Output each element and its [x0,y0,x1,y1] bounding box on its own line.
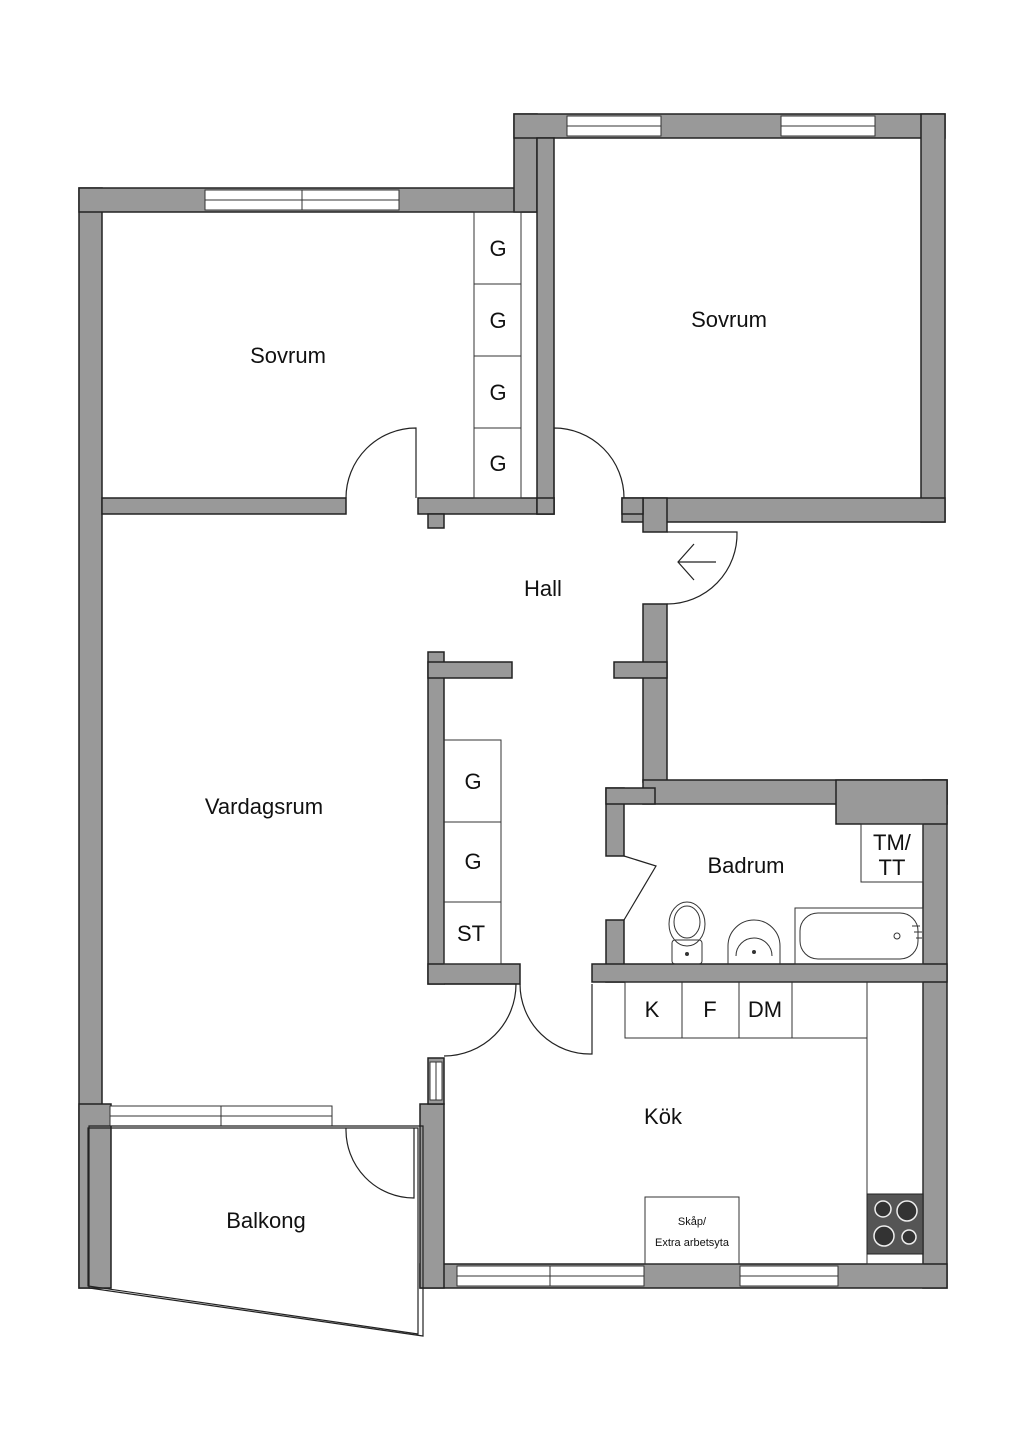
room-label-balcony: Balkong [226,1208,306,1233]
wardrobe-label: G [489,451,506,476]
wardrobe-label: G [464,769,481,794]
hall-wardrobes [443,739,502,965]
stove-icon [866,1193,924,1255]
doors [345,427,738,1199]
room-label-hall: Hall [524,576,562,601]
bedroom-wardrobes [473,211,522,499]
washer-label-bottom: TT [879,855,906,880]
fridge-label: K [645,997,660,1022]
cabinet-label-line1: Skåp/ [678,1216,707,1228]
room-label-bedroom-left: Sovrum [250,343,326,368]
room-label-kitchen: Kök [644,1104,683,1129]
washer-label-top: TM/ [873,830,912,855]
washer-box [860,823,924,883]
windows [109,115,876,1287]
freezer-label: F [703,997,716,1022]
sink-icon [727,919,781,964]
room-label-bathroom: Badrum [707,853,784,878]
wardrobe-label: G [489,308,506,333]
kitchen-units [624,981,924,1265]
wardrobe-label: G [489,236,506,261]
wardrobe-label: G [489,380,506,405]
balcony [87,1125,424,1337]
wardrobe-label: G [464,849,481,874]
room-label-living-room: Vardagsrum [205,794,323,819]
cabinet-label-line2: Extra arbetsyta [655,1237,730,1249]
dishwasher-label: DM [748,997,782,1022]
interior-walls [101,137,948,1105]
toilet-icon [668,901,706,965]
entrance-arrow-icon [677,543,716,581]
room-label-bedroom-right: Sovrum [691,307,767,332]
storage-label: ST [457,921,485,946]
bathtub-icon [794,907,924,965]
